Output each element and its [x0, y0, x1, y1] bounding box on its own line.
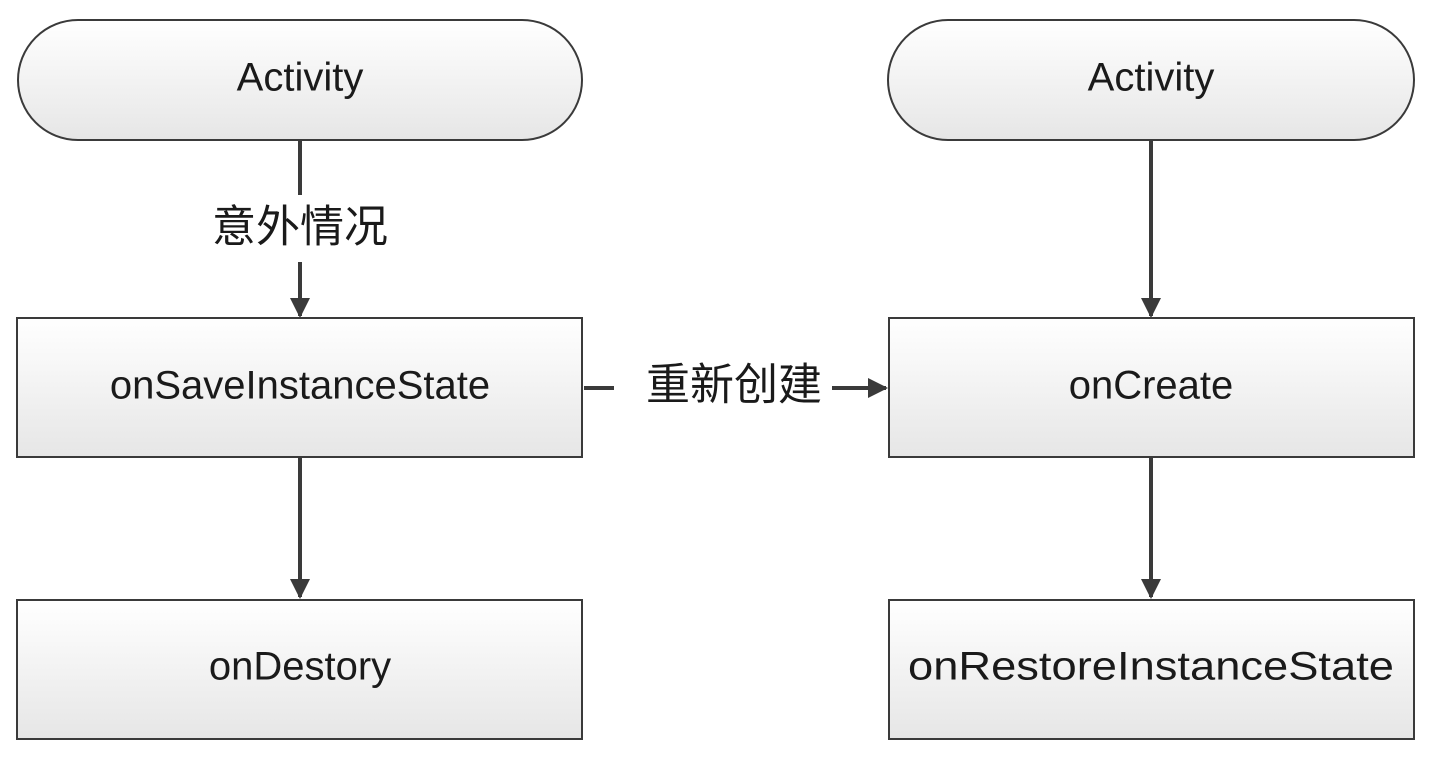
left-activity-label: Activity	[237, 56, 364, 100]
on-destory-node: onDestory	[16, 599, 583, 740]
on-save-instance-state-label: onSaveInstanceState	[110, 364, 490, 408]
on-save-instance-state-node: onSaveInstanceState	[16, 317, 583, 458]
on-restore-instance-state-node: onRestoreInstanceState	[888, 599, 1415, 740]
left-unexpected-edge: 意外情况	[212, 140, 388, 318]
right-activity-node: Activity	[887, 19, 1415, 141]
left-activity-node: Activity	[17, 19, 583, 141]
on-destory-label: onDestory	[209, 645, 391, 689]
unexpected-edge-label: 意外情况	[212, 202, 388, 253]
on-restore-instance-state-label: onRestoreInstanceState	[908, 645, 1394, 689]
on-create-label: onCreate	[1069, 364, 1234, 408]
recreate-edge-label: 重新创建	[646, 360, 822, 411]
recreate-edge: 重新创建	[584, 360, 888, 411]
on-create-node: onCreate	[888, 317, 1415, 458]
right-activity-label: Activity	[1088, 56, 1215, 100]
